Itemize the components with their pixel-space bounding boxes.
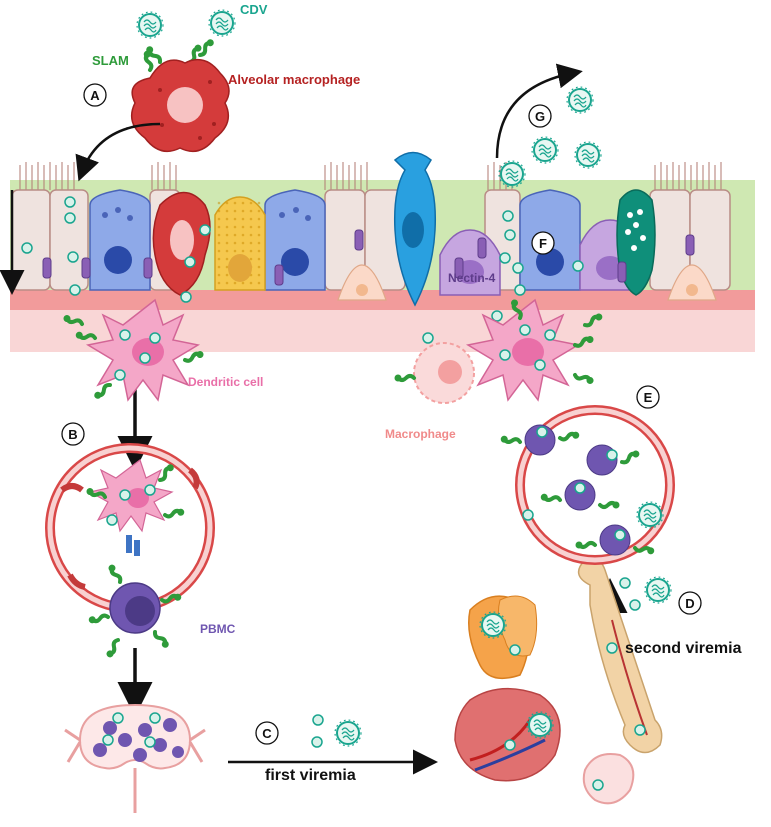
pbmc-label: PBMC (200, 622, 236, 636)
step-marker-g: G (528, 104, 552, 128)
first-viremia-label: first viremia (265, 767, 356, 784)
lymphoid-organs (454, 558, 663, 805)
alveolar-macrophage-cell (130, 58, 230, 153)
step-marker-d: D (678, 591, 702, 615)
second-viremia-label: second viremia (625, 640, 742, 657)
pathway-arrows (0, 63, 628, 775)
airway-epithelium (10, 151, 755, 352)
nectin4-label: Nectin-4 (448, 271, 496, 285)
svg-text:F: F (539, 236, 547, 251)
step-marker-b: B (61, 422, 85, 446)
macrophage-cell (392, 332, 475, 404)
cdv-label: CDV (240, 2, 268, 17)
svg-text:E: E (644, 390, 653, 405)
macrophage-label: Macrophage (385, 427, 456, 441)
dendritic-cell (60, 298, 207, 403)
blood-vessel-right (498, 405, 675, 611)
lymph-node (64, 703, 206, 813)
blood-vessel-left (45, 443, 215, 661)
alveolar-macrophage-label: Alveolar macrophage (228, 72, 360, 87)
step-marker-c: C (255, 721, 279, 745)
step-marker-e: E (636, 385, 660, 409)
svg-text:C: C (262, 726, 272, 741)
svg-text:G: G (535, 109, 545, 124)
slam-label: SLAM (92, 53, 129, 68)
dendritic-cell-label: Dendritic cell (188, 375, 263, 389)
step-marker-a: A (83, 83, 107, 107)
svg-text:D: D (685, 596, 694, 611)
svg-text:A: A (90, 88, 100, 103)
dendritic-cell-right (465, 296, 606, 402)
svg-text:B: B (68, 427, 77, 442)
step-marker-f: F (531, 231, 555, 255)
